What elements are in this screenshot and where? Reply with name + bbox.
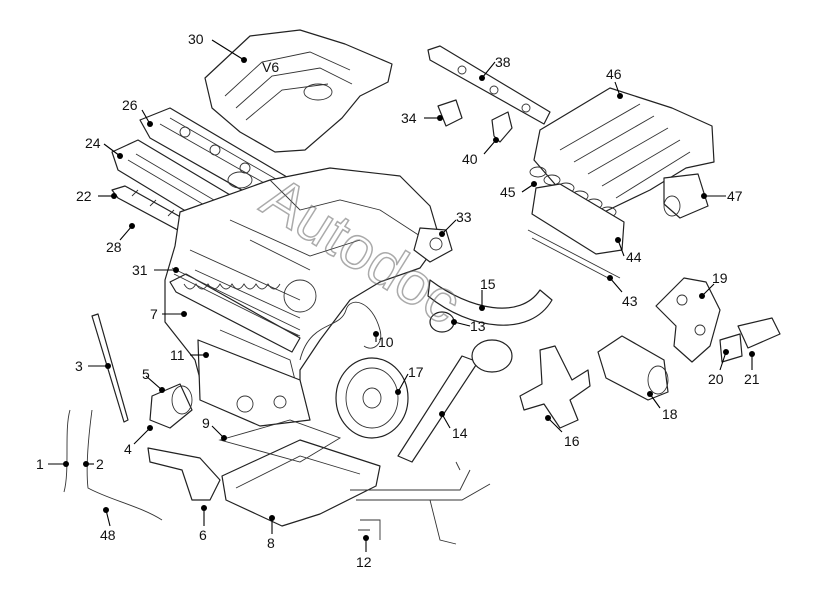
starter-motor (597, 335, 669, 401)
cover-badge: V6 (262, 59, 279, 75)
callout-19: 19 (712, 270, 728, 286)
callout-3: 3 (75, 358, 83, 374)
engine-mount (719, 317, 781, 363)
callout-20: 20 (708, 371, 724, 387)
coolant-flange (471, 339, 513, 373)
callout-30: 30 (188, 31, 204, 47)
callout-labels: 30 38 46 26 34 40 24 45 47 22 33 28 44 3… (36, 31, 760, 570)
callout-6: 6 (199, 527, 207, 543)
oil-pan-gasket (218, 419, 342, 463)
cylinder-head (169, 273, 301, 353)
callout-40: 40 (462, 151, 478, 167)
engine-mount-bracket (655, 277, 721, 363)
oil-pump (147, 447, 221, 501)
callout-24: 24 (85, 135, 101, 151)
callout-18: 18 (662, 406, 678, 422)
callout-13: 13 (470, 318, 486, 334)
callout-48: 48 (100, 527, 116, 543)
callout-4: 4 (124, 441, 132, 457)
callout-45: 45 (500, 184, 516, 200)
valve-cover-right (139, 107, 301, 207)
callout-5: 5 (142, 366, 150, 382)
throttle-body (663, 173, 709, 219)
callout-15: 15 (480, 276, 496, 292)
callout-26: 26 (122, 97, 138, 113)
callout-11: 11 (170, 347, 185, 363)
intake-manifold-upper (533, 87, 715, 215)
callout-44: 44 (626, 249, 642, 265)
callout-2: 2 (96, 456, 104, 472)
callout-10: 10 (378, 334, 394, 350)
callout-22: 22 (76, 188, 92, 204)
callout-9: 9 (202, 415, 210, 431)
dipstick-1 (63, 409, 71, 493)
engine-cover: V6 (204, 29, 393, 153)
callout-1: 1 (36, 456, 44, 472)
callout-16: 16 (564, 433, 580, 449)
coolant-hose-15 (427, 279, 553, 326)
callout-33: 33 (456, 209, 472, 225)
dipstick-tube (86, 409, 163, 521)
callout-21: 21 (744, 371, 760, 387)
callout-38: 38 (495, 54, 511, 70)
callout-leaders (48, 39, 755, 552)
callout-34: 34 (401, 110, 417, 126)
callout-8: 8 (267, 535, 275, 551)
callout-7: 7 (150, 306, 158, 322)
callout-14: 14 (452, 425, 468, 441)
coolant-pipe (299, 301, 382, 361)
callout-43: 43 (622, 293, 638, 309)
oil-pan (221, 439, 381, 527)
callout-17: 17 (408, 364, 424, 380)
lower-block (197, 339, 311, 427)
bracket-16 (519, 345, 591, 429)
callout-31: 31 (132, 262, 148, 278)
fuel-injector (491, 111, 513, 143)
gasket-31 (171, 267, 301, 337)
manifold-gasket-43 (527, 229, 621, 281)
flywheel (335, 357, 409, 439)
callout-47: 47 (727, 188, 743, 204)
oil-filter-housing (149, 383, 193, 429)
callout-46: 46 (606, 66, 622, 82)
pressure-sensor (437, 99, 463, 127)
pipe-assembly (350, 461, 491, 545)
callout-28: 28 (106, 239, 122, 255)
fuel-rail (427, 45, 551, 125)
callout-12: 12 (356, 554, 372, 570)
